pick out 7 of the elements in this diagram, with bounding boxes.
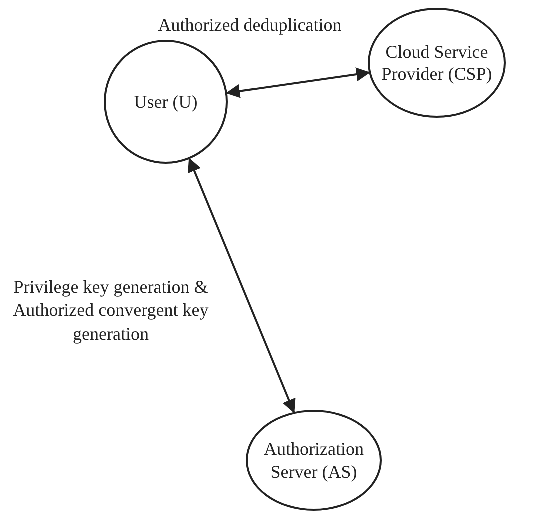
node-label: Cloud Service Provider (CSP)	[380, 40, 494, 86]
double-arrow	[226, 68, 370, 98]
edge-label: Authorized deduplication	[157, 14, 343, 37]
node-label: User (U)	[134, 90, 198, 114]
edge-label: Privilege key generation & Authorized convergent key generation	[12, 276, 210, 346]
node-label: Authorization Server (AS)	[263, 438, 365, 483]
double-arrow	[188, 158, 296, 414]
